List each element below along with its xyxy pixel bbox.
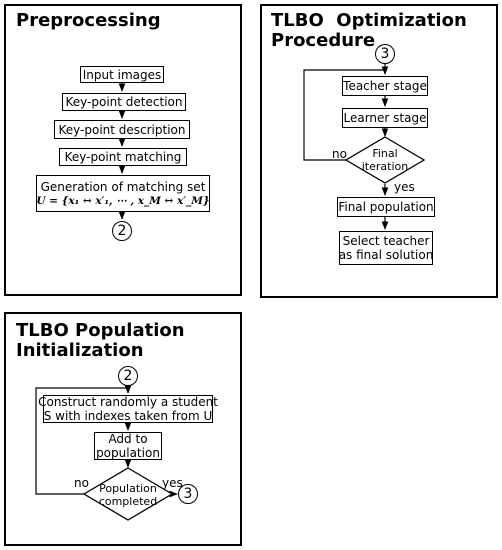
teacher-stage-label: Teacher stage	[343, 79, 427, 93]
input-images-label: Input images	[82, 67, 162, 82]
learner-stage-label: Learner stage	[343, 111, 427, 125]
population-completed-label: Population completed	[98, 482, 158, 508]
no-label: no	[332, 147, 347, 161]
select-teacher-label: Select teacher as final solution	[338, 234, 434, 262]
tlbo-optimization-title: TLBO Optimization Procedure	[271, 10, 467, 51]
init-no-label: no	[74, 476, 89, 490]
connector-2-in: 2	[118, 366, 138, 386]
learner-stage-box: Learner stage	[342, 108, 428, 128]
yes-label: yes	[394, 180, 415, 194]
input-images-box: Input images	[80, 66, 164, 83]
select-teacher-box: Select teacher as final solution	[339, 231, 433, 265]
matching-set-label: Generation of matching set	[40, 179, 206, 194]
connector-3-out: 3	[178, 484, 198, 504]
key-point-description-label: Key-point description	[58, 122, 186, 137]
teacher-stage-box: Teacher stage	[342, 76, 428, 96]
key-point-matching-label: Key-point matching	[64, 150, 182, 164]
tlbo-init-title: TLBO Population Initialization	[16, 320, 185, 361]
connector-3-in: 3	[375, 44, 395, 64]
connector-2-out: 2	[112, 221, 132, 241]
key-point-description-box: Key-point description	[54, 120, 190, 139]
preprocessing-title: Preprocessing	[16, 10, 161, 31]
final-population-box: Final population	[337, 197, 435, 217]
matching-set-box: Generation of matching set U = {x₁ ↔ x′₁…	[36, 175, 210, 212]
construct-student-label: Construct randomly a student S with inde…	[38, 395, 218, 423]
construct-student-box: Construct randomly a student S with inde…	[38, 395, 218, 423]
final-population-label: Final population	[338, 200, 434, 214]
key-point-detection-box: Key-point detection	[62, 93, 186, 111]
add-to-population-label: Add to population	[96, 432, 160, 460]
init-yes-label: yes	[162, 476, 183, 490]
final-iteration-label: Final iteration	[361, 147, 409, 173]
add-to-population-box: Add to population	[94, 432, 162, 460]
matching-set-formula: U = {x₁ ↔ x′₁, ⋯ , x_M ↔ x′_M}	[36, 194, 210, 207]
key-point-matching-box: Key-point matching	[59, 148, 187, 166]
key-point-detection-label: Key-point detection	[65, 95, 183, 109]
